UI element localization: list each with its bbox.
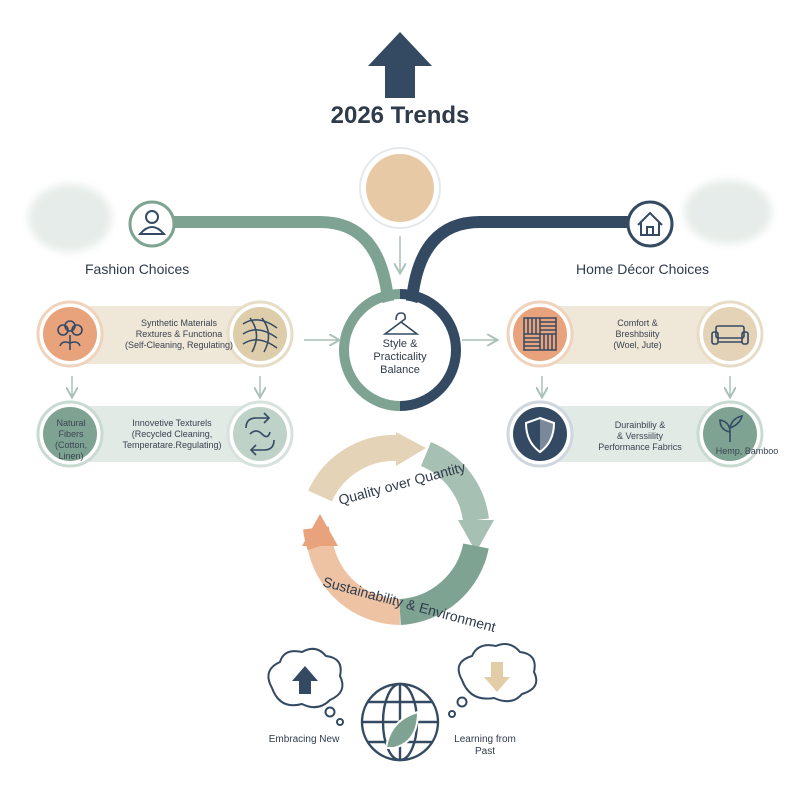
weave-icon: [242, 317, 278, 353]
spray-right: [684, 180, 772, 244]
synthetic-band: [68, 306, 258, 364]
weave-node: [233, 307, 287, 361]
up-arrow-icon: [368, 32, 432, 98]
home-node: [626, 200, 674, 248]
thought-bubble-left: [267, 647, 344, 726]
recycle-node: [233, 407, 287, 461]
home-curve: [406, 216, 634, 306]
cycle-quality-head: [396, 432, 426, 466]
cycle-peach-tail: [303, 526, 333, 551]
recycle-icon: [245, 412, 275, 456]
fashion-curve: [166, 216, 394, 306]
durability-band: [542, 406, 732, 462]
natural-text: Natural Fibers (Cotton, Linen): [54, 418, 87, 461]
cycle-quality-b: [420, 441, 489, 523]
page-title: 2026 Trends: [330, 102, 470, 129]
synthetic-text: Synthetic Materials Rextures & Functiona…: [124, 318, 234, 350]
thought-up-arrow-icon: [292, 666, 318, 694]
sprout-icon: [719, 414, 744, 442]
house-icon: [637, 211, 663, 236]
cycle-sustain-a: [307, 541, 401, 625]
cotton-node: [43, 307, 97, 361]
shield-icon-half: [540, 418, 554, 452]
comfort-text: Comfort & Breshbsiity (Woel, Jute): [613, 318, 662, 350]
hemp-text: Hemp, Bamboo: [715, 446, 779, 456]
hanger-icon: [382, 312, 420, 335]
basket-weave-icon: [523, 317, 557, 351]
home-heading: Home Décor Choices: [576, 261, 710, 277]
center-ring-left: [339, 289, 401, 411]
cycle-quality-a: [308, 434, 401, 502]
cycle-sustain-b: [398, 543, 489, 625]
texture-swatch: [366, 154, 434, 222]
thought-down-arrow-icon: [484, 662, 510, 692]
leaf-icon: [384, 710, 420, 749]
center-label: Style & Practicality Balance: [373, 338, 427, 376]
fashion-heading: Fashion Choices: [85, 261, 190, 277]
durability-text: Durainbiliy & & Verssiility Performance …: [598, 420, 682, 452]
cotton-flower-icon: [57, 320, 83, 350]
center-fill: [350, 300, 450, 400]
embracing-new-label: Embracing New: [268, 734, 340, 745]
innovative-text: Innovetive Texturels (Recycled Cleaning,…: [122, 418, 222, 450]
innovative-band: [68, 406, 258, 462]
center-ring-right: [399, 289, 461, 411]
natural-node: [43, 407, 97, 461]
comfort-band: [542, 306, 732, 364]
sofa-icon: [711, 325, 749, 345]
shield-node: [513, 407, 567, 461]
person-icon: [137, 210, 167, 235]
learning-past-label: Learning from Past: [454, 734, 516, 757]
shield-icon: [524, 416, 556, 454]
thought-bubble-right: [448, 643, 538, 718]
sofa-node: [703, 307, 757, 361]
spray-left: [28, 184, 112, 252]
cycle-green-head: [458, 520, 494, 552]
